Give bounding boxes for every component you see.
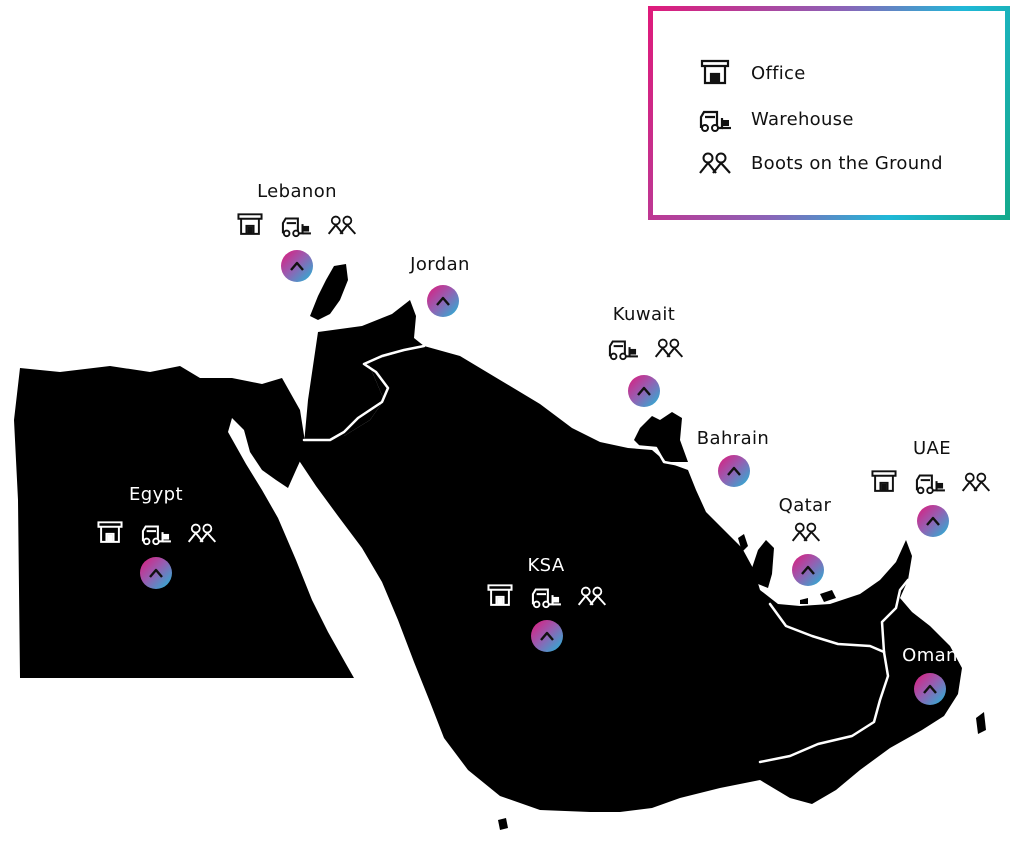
location-marker-lebanon[interactable]	[281, 250, 313, 282]
country-label-kuwait: Kuwait	[612, 304, 676, 325]
boots-on-the-ground-icon	[577, 586, 607, 606]
chevron-up-icon	[540, 631, 554, 641]
land-island	[800, 598, 808, 604]
chevron-up-icon	[436, 296, 450, 306]
legend-item-warehouse: Warehouse	[697, 103, 854, 135]
chevron-up-icon	[801, 565, 815, 575]
office-icon	[487, 584, 513, 606]
chevron-up-icon	[637, 386, 651, 396]
office-icon	[97, 521, 123, 543]
legend-item-office: Office	[697, 57, 806, 89]
land-jordan	[304, 300, 424, 448]
boots-on-the-ground-icon	[327, 215, 357, 235]
legend-item-boots: Boots on the Ground	[697, 147, 943, 179]
land-egypt	[14, 366, 354, 678]
land-bahrain	[738, 534, 748, 552]
land-kuwait	[634, 412, 688, 462]
services-uae	[868, 468, 992, 496]
location-marker-uae[interactable]	[917, 505, 949, 537]
border-oman	[880, 578, 910, 654]
land-qatar	[752, 540, 774, 588]
boots-on-the-ground-icon	[791, 522, 821, 542]
chevron-up-icon	[926, 516, 940, 526]
warehouse-icon	[281, 217, 311, 238]
chevron-up-icon	[290, 261, 304, 271]
landmass	[14, 264, 986, 830]
legend: Office Warehouse Boots on the Ground	[648, 6, 1010, 220]
land-island	[976, 712, 986, 734]
country-label-jordan: Jordan	[410, 254, 470, 275]
warehouse-icon	[141, 525, 171, 546]
location-marker-jordan[interactable]	[427, 285, 459, 317]
country-label-bahrain: Bahrain	[696, 428, 770, 449]
office-icon	[871, 470, 897, 492]
boots-on-the-ground-icon	[187, 523, 217, 543]
land-ksa	[296, 346, 962, 812]
border-jordan-egypt	[302, 344, 426, 442]
location-marker-oman[interactable]	[914, 673, 946, 705]
border-kuwait	[632, 444, 688, 468]
location-marker-egypt[interactable]	[140, 557, 172, 589]
country-label-egypt: Egypt	[129, 484, 183, 505]
country-label-ksa: KSA	[527, 555, 565, 576]
land-lebanon	[310, 264, 348, 320]
chevron-up-icon	[923, 684, 937, 694]
country-label-oman: Oman	[902, 645, 958, 666]
location-marker-qatar[interactable]	[792, 554, 824, 586]
country-label-qatar: Qatar	[778, 495, 832, 516]
warehouse-icon	[915, 474, 945, 495]
warehouse-icon	[531, 588, 561, 609]
boots-on-the-ground-icon	[654, 338, 684, 358]
legend-label-warehouse: Warehouse	[751, 108, 854, 130]
services-kuwait	[601, 334, 685, 362]
services-egypt	[94, 519, 218, 547]
warehouse-icon	[699, 110, 731, 132]
office-icon	[237, 213, 263, 235]
services-ksa	[484, 582, 608, 610]
legend-label-office: Office	[751, 62, 806, 84]
services-qatar	[790, 518, 822, 546]
border-oman-ksa	[758, 650, 890, 764]
warehouse-icon	[608, 340, 638, 361]
land-island	[820, 590, 836, 602]
legend-panel: Office Warehouse Boots on the Ground	[653, 11, 1005, 215]
location-marker-kuwait[interactable]	[628, 375, 660, 407]
land-island	[498, 818, 508, 830]
legend-label-boots: Boots on the Ground	[751, 152, 943, 174]
boots-on-the-ground-icon	[961, 472, 991, 492]
location-marker-bahrain[interactable]	[718, 455, 750, 487]
boots-on-the-ground-icon	[699, 152, 731, 174]
services-lebanon	[234, 211, 358, 239]
location-marker-ksa[interactable]	[531, 620, 563, 652]
country-borders	[302, 344, 910, 764]
country-label-lebanon: Lebanon	[257, 181, 337, 202]
border-uae-ksa	[768, 602, 886, 654]
chevron-up-icon	[149, 568, 163, 578]
chevron-up-icon	[727, 466, 741, 476]
office-icon	[700, 59, 730, 85]
country-label-uae: UAE	[912, 438, 952, 459]
